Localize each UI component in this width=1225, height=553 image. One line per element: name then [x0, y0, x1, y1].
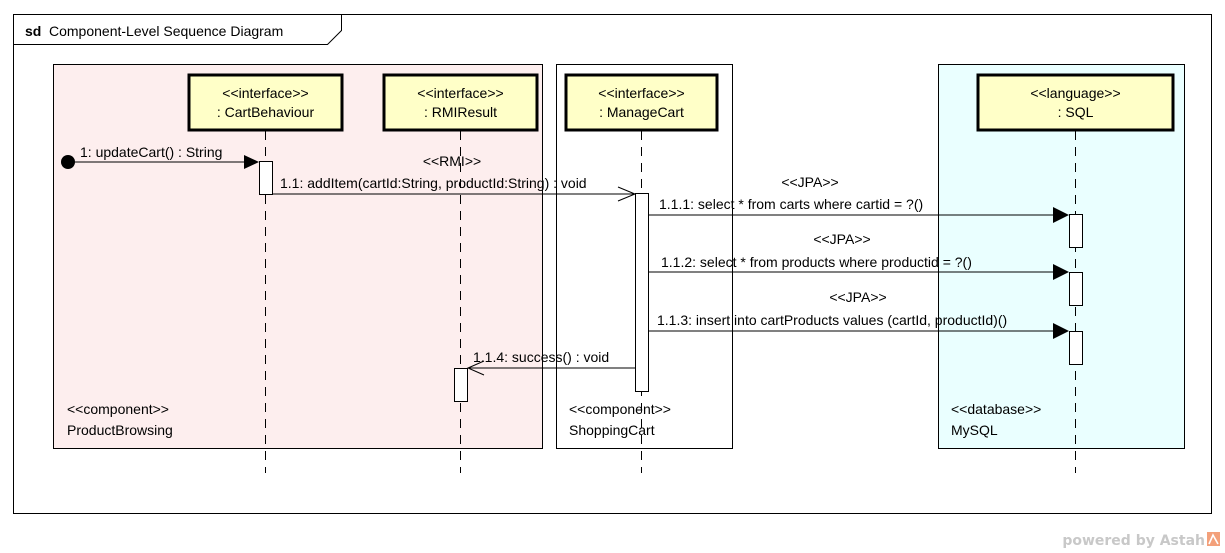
message-1-1-4[interactable]: 1.1.4: success() : void: [466, 349, 635, 376]
message-1-1-stereotype: <<RMI>>: [423, 153, 481, 169]
message-1-1[interactable]: <<RMI>> 1.1: addItem(cartId:String, prod…: [272, 153, 637, 202]
lifeline-cart-behaviour[interactable]: <<interface>> : CartBehaviour: [187, 73, 344, 132]
watermark: powered by Astah: [1062, 532, 1220, 549]
lifeline-sql-name: : SQL: [1058, 104, 1094, 120]
lifeline-sql[interactable]: <<language>> : SQL: [976, 73, 1175, 132]
component-product-browsing-name: ProductBrowsing: [67, 422, 173, 438]
arrowhead-filled: [1053, 323, 1069, 339]
frame-title-tab: [13, 14, 342, 45]
component-mysql-stereotype: <<database>>: [951, 401, 1041, 417]
component-shopping-cart-name: ShoppingCart: [569, 422, 655, 438]
watermark-text: powered by Astah: [1062, 533, 1205, 549]
arrowhead-filled: [1053, 207, 1069, 223]
lifeline-manage-cart[interactable]: <<interface>> : ManageCart: [564, 73, 719, 132]
message-1-1-label: 1.1: addItem(cartId:String, productId:St…: [280, 175, 587, 191]
activation-cart-behaviour: [259, 161, 273, 195]
activation-sql-2: [1069, 272, 1083, 306]
lifeline-manage-cart-stereotype: <<interface>>: [598, 85, 684, 101]
frame-title: Component-Level Sequence Diagram: [49, 23, 283, 39]
message-1[interactable]: 1: updateCart() : String: [61, 144, 259, 169]
activation-rmi-result: [454, 368, 468, 402]
message-1-1-1-stereotype: <<JPA>>: [781, 174, 838, 190]
arrowhead-open: [617, 186, 637, 202]
lifeline-rmi-result-name: : RMIResult: [424, 104, 497, 120]
activation-manage-cart: [635, 193, 649, 392]
activation-sql-1: [1069, 214, 1083, 248]
lifeline-manage-cart-name: : ManageCart: [599, 104, 684, 120]
frame-keyword: sd: [25, 23, 41, 39]
message-1-1-1[interactable]: <<JPA>> 1.1.1: select * from carts where…: [648, 174, 1069, 223]
message-1-1-2[interactable]: <<JPA>> 1.1.2: select * from products wh…: [648, 231, 1069, 280]
message-1-1-3-label: 1.1.3: insert into cartProducts values (…: [657, 312, 1007, 328]
arrowhead-filled: [1053, 264, 1069, 280]
arrowhead-filled: [244, 155, 259, 169]
component-mysql-name: MySQL: [951, 422, 998, 438]
message-1-1-2-label: 1.1.2: select * from products where prod…: [661, 254, 972, 270]
message-1-1-3[interactable]: <<JPA>> 1.1.3: insert into cartProducts …: [648, 289, 1069, 339]
lifeline-rmi-result[interactable]: <<interface>> : RMIResult: [382, 73, 539, 132]
arrowhead-open: [466, 360, 485, 376]
activation-sql-3: [1069, 331, 1083, 365]
lifeline-rmi-result-stereotype: <<interface>>: [417, 85, 503, 101]
message-1-1-4-label: 1.1.4: success() : void: [473, 349, 609, 365]
message-1-1-2-stereotype: <<JPA>>: [813, 231, 870, 247]
component-product-browsing-stereotype: <<component>>: [67, 401, 169, 417]
message-1-1-1-label: 1.1.1: select * from carts where cartid …: [659, 196, 923, 212]
lifeline-cart-behaviour-stereotype: <<interface>>: [222, 85, 308, 101]
component-shopping-cart-stereotype: <<component>>: [569, 401, 671, 417]
lifeline-cart-behaviour-name: : CartBehaviour: [217, 104, 315, 120]
lifeline-sql-stereotype: <<language>>: [1030, 85, 1120, 101]
message-1-1-3-stereotype: <<JPA>>: [829, 289, 886, 305]
message-1-label: 1: updateCart() : String: [80, 144, 222, 160]
